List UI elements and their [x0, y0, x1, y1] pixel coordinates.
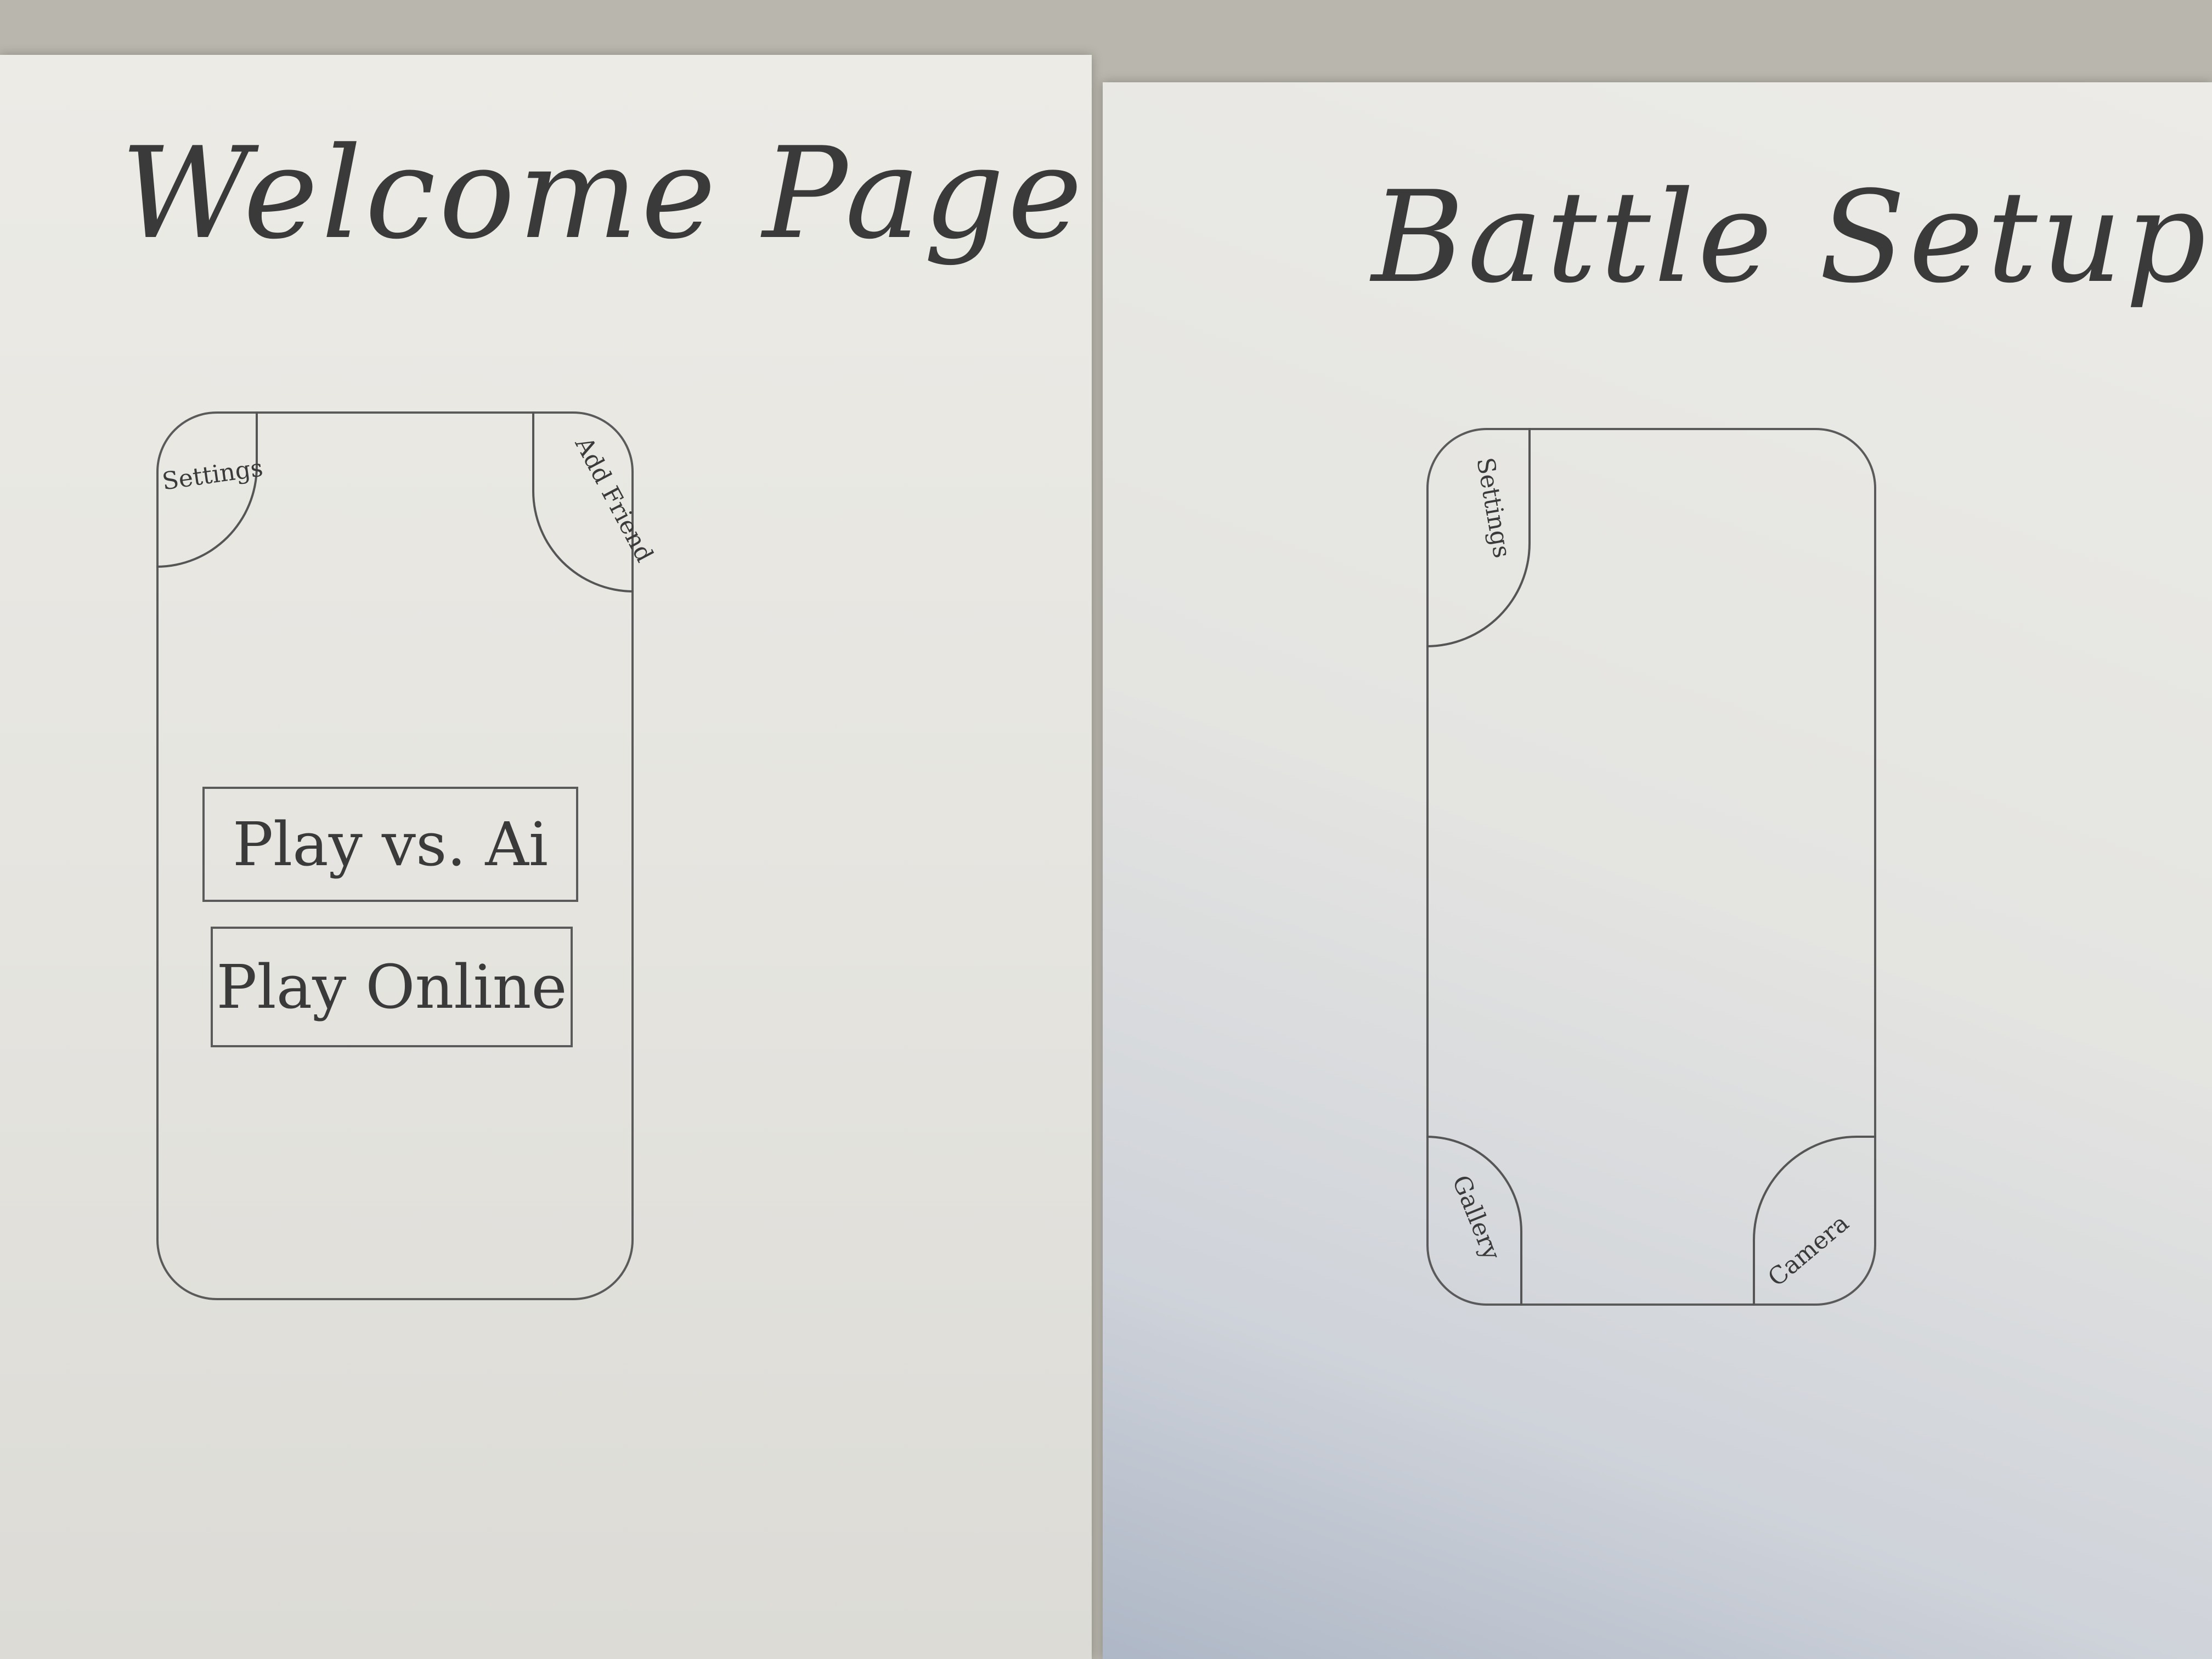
- battle-camera-label: Camera: [1763, 1209, 1854, 1293]
- battle-settings-label: Settings: [1471, 455, 1516, 560]
- battle-settings-corner[interactable]: Settings: [1426, 428, 1531, 647]
- play-vs-ai-button[interactable]: Play vs. Ai: [202, 787, 578, 902]
- battle-setup-title: Battle Setup: [1372, 165, 2210, 311]
- play-online-button[interactable]: Play Online: [211, 927, 573, 1047]
- welcome-add-friend-label: Add Friend: [569, 432, 659, 567]
- battle-phone-frame: Settings Gallery Camera: [1426, 428, 1876, 1306]
- battle-gallery-corner[interactable]: Gallery: [1426, 1136, 1522, 1306]
- welcome-page-sheet: Welcome Page Settings Add Friend Play vs…: [0, 55, 1092, 1659]
- battle-camera-corner[interactable]: Camera: [1753, 1136, 1876, 1306]
- welcome-page-title: Welcome Page: [121, 121, 1086, 267]
- welcome-phone-frame: Settings Add Friend Play vs. Ai Play Onl…: [156, 411, 658, 1300]
- welcome-settings-label: Settings: [160, 454, 265, 496]
- battle-setup-sheet: Battle Setup Settings Gallery Camera: [1103, 82, 2212, 1659]
- welcome-settings-corner[interactable]: Settings: [156, 411, 264, 568]
- battle-gallery-label: Gallery: [1446, 1171, 1506, 1264]
- welcome-add-friend-corner[interactable]: Add Friend: [532, 411, 658, 592]
